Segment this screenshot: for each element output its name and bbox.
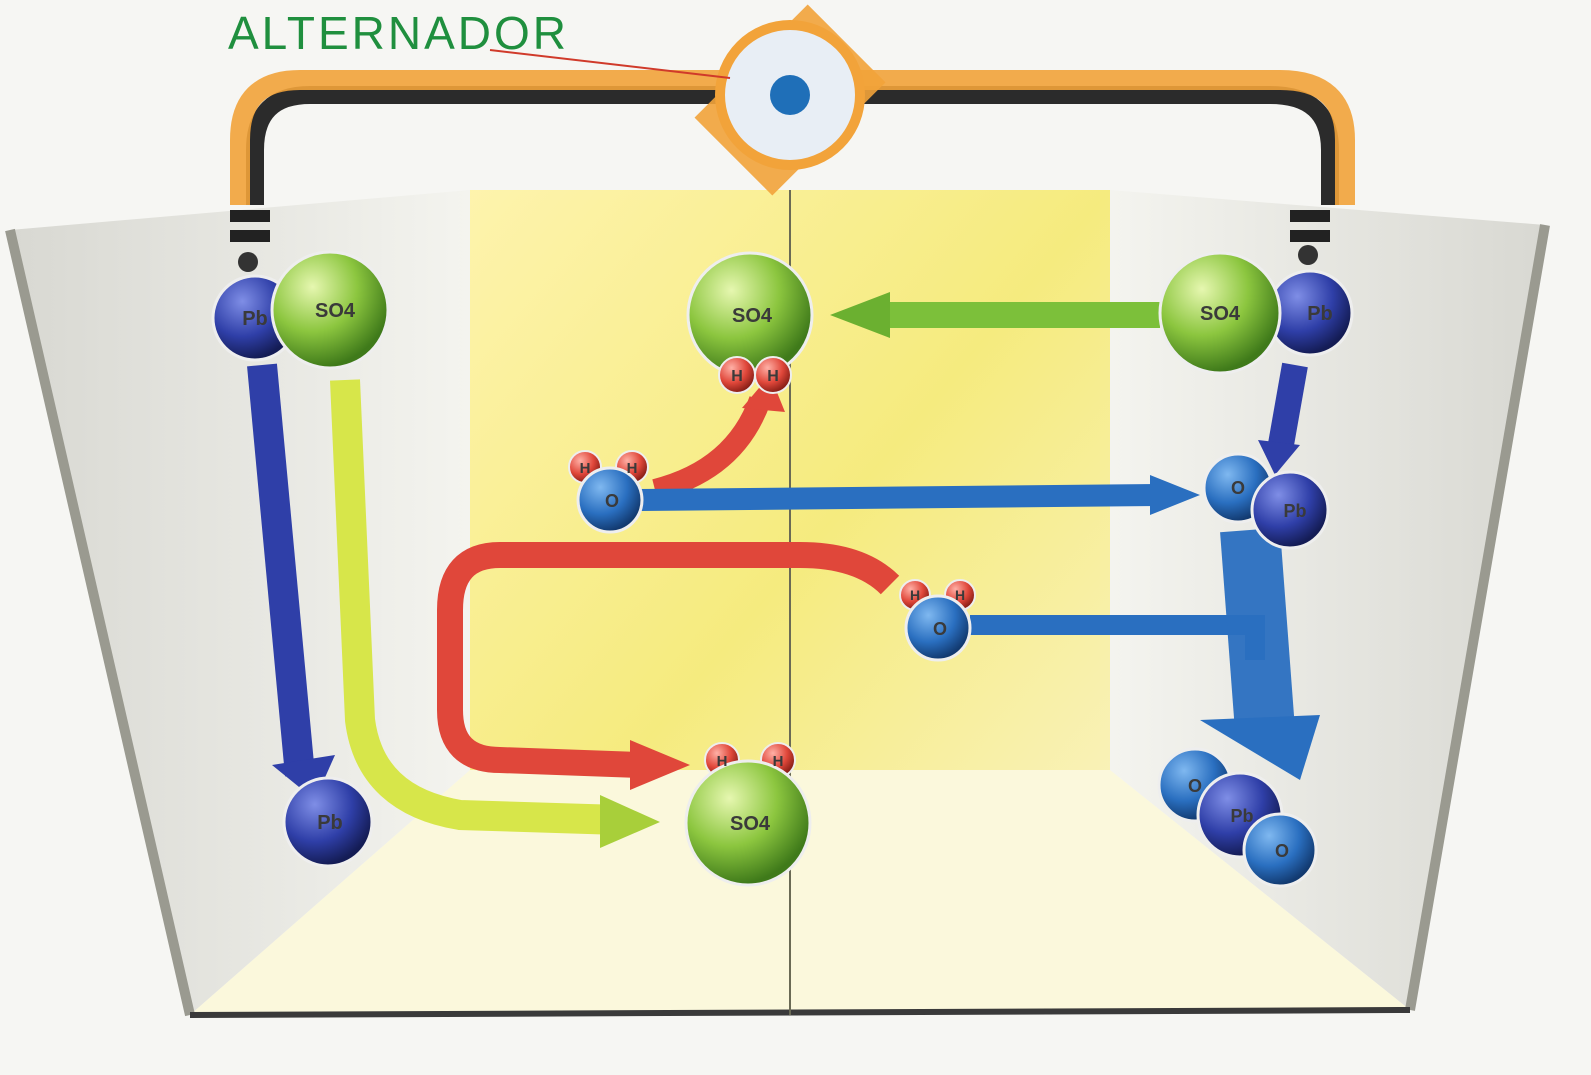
atom-label: Pb: [1307, 303, 1333, 325]
lead-arrow-right: [1280, 365, 1295, 450]
atom-label: Pb: [242, 308, 268, 330]
atom-label: SO4: [732, 305, 773, 327]
atom-label: O: [933, 619, 947, 639]
atom-label: SO4: [730, 813, 771, 835]
atom-label: Pb: [1283, 501, 1306, 521]
atom-label: H: [910, 587, 920, 603]
oxygen-arrow-1: [640, 495, 1160, 500]
atom-label: H: [580, 460, 591, 477]
atom-label: O: [1188, 776, 1202, 796]
atom-label: H: [773, 753, 784, 770]
atom-label: O: [1231, 478, 1245, 498]
atom-label: O: [605, 491, 619, 511]
atom-label: Pb: [317, 812, 343, 834]
oxide-arrow-down: [1250, 530, 1265, 730]
atom-label: H: [717, 753, 728, 770]
atom-label: H: [767, 368, 779, 385]
atom-label: H: [627, 460, 638, 477]
atom-label: SO4: [1200, 303, 1241, 325]
molecule-left-bottom: Pb: [284, 778, 372, 866]
alternator-icon: [695, 5, 886, 196]
atom-label: Pb: [1230, 806, 1253, 826]
alternator-label: ALTERNADOR: [228, 6, 569, 60]
atom-label: O: [1275, 841, 1289, 861]
molecule-center-bottom: H H SO4: [686, 743, 810, 885]
atom-label: H: [731, 368, 743, 385]
atom-label: H: [955, 587, 965, 603]
atom-label: SO4: [315, 300, 356, 322]
